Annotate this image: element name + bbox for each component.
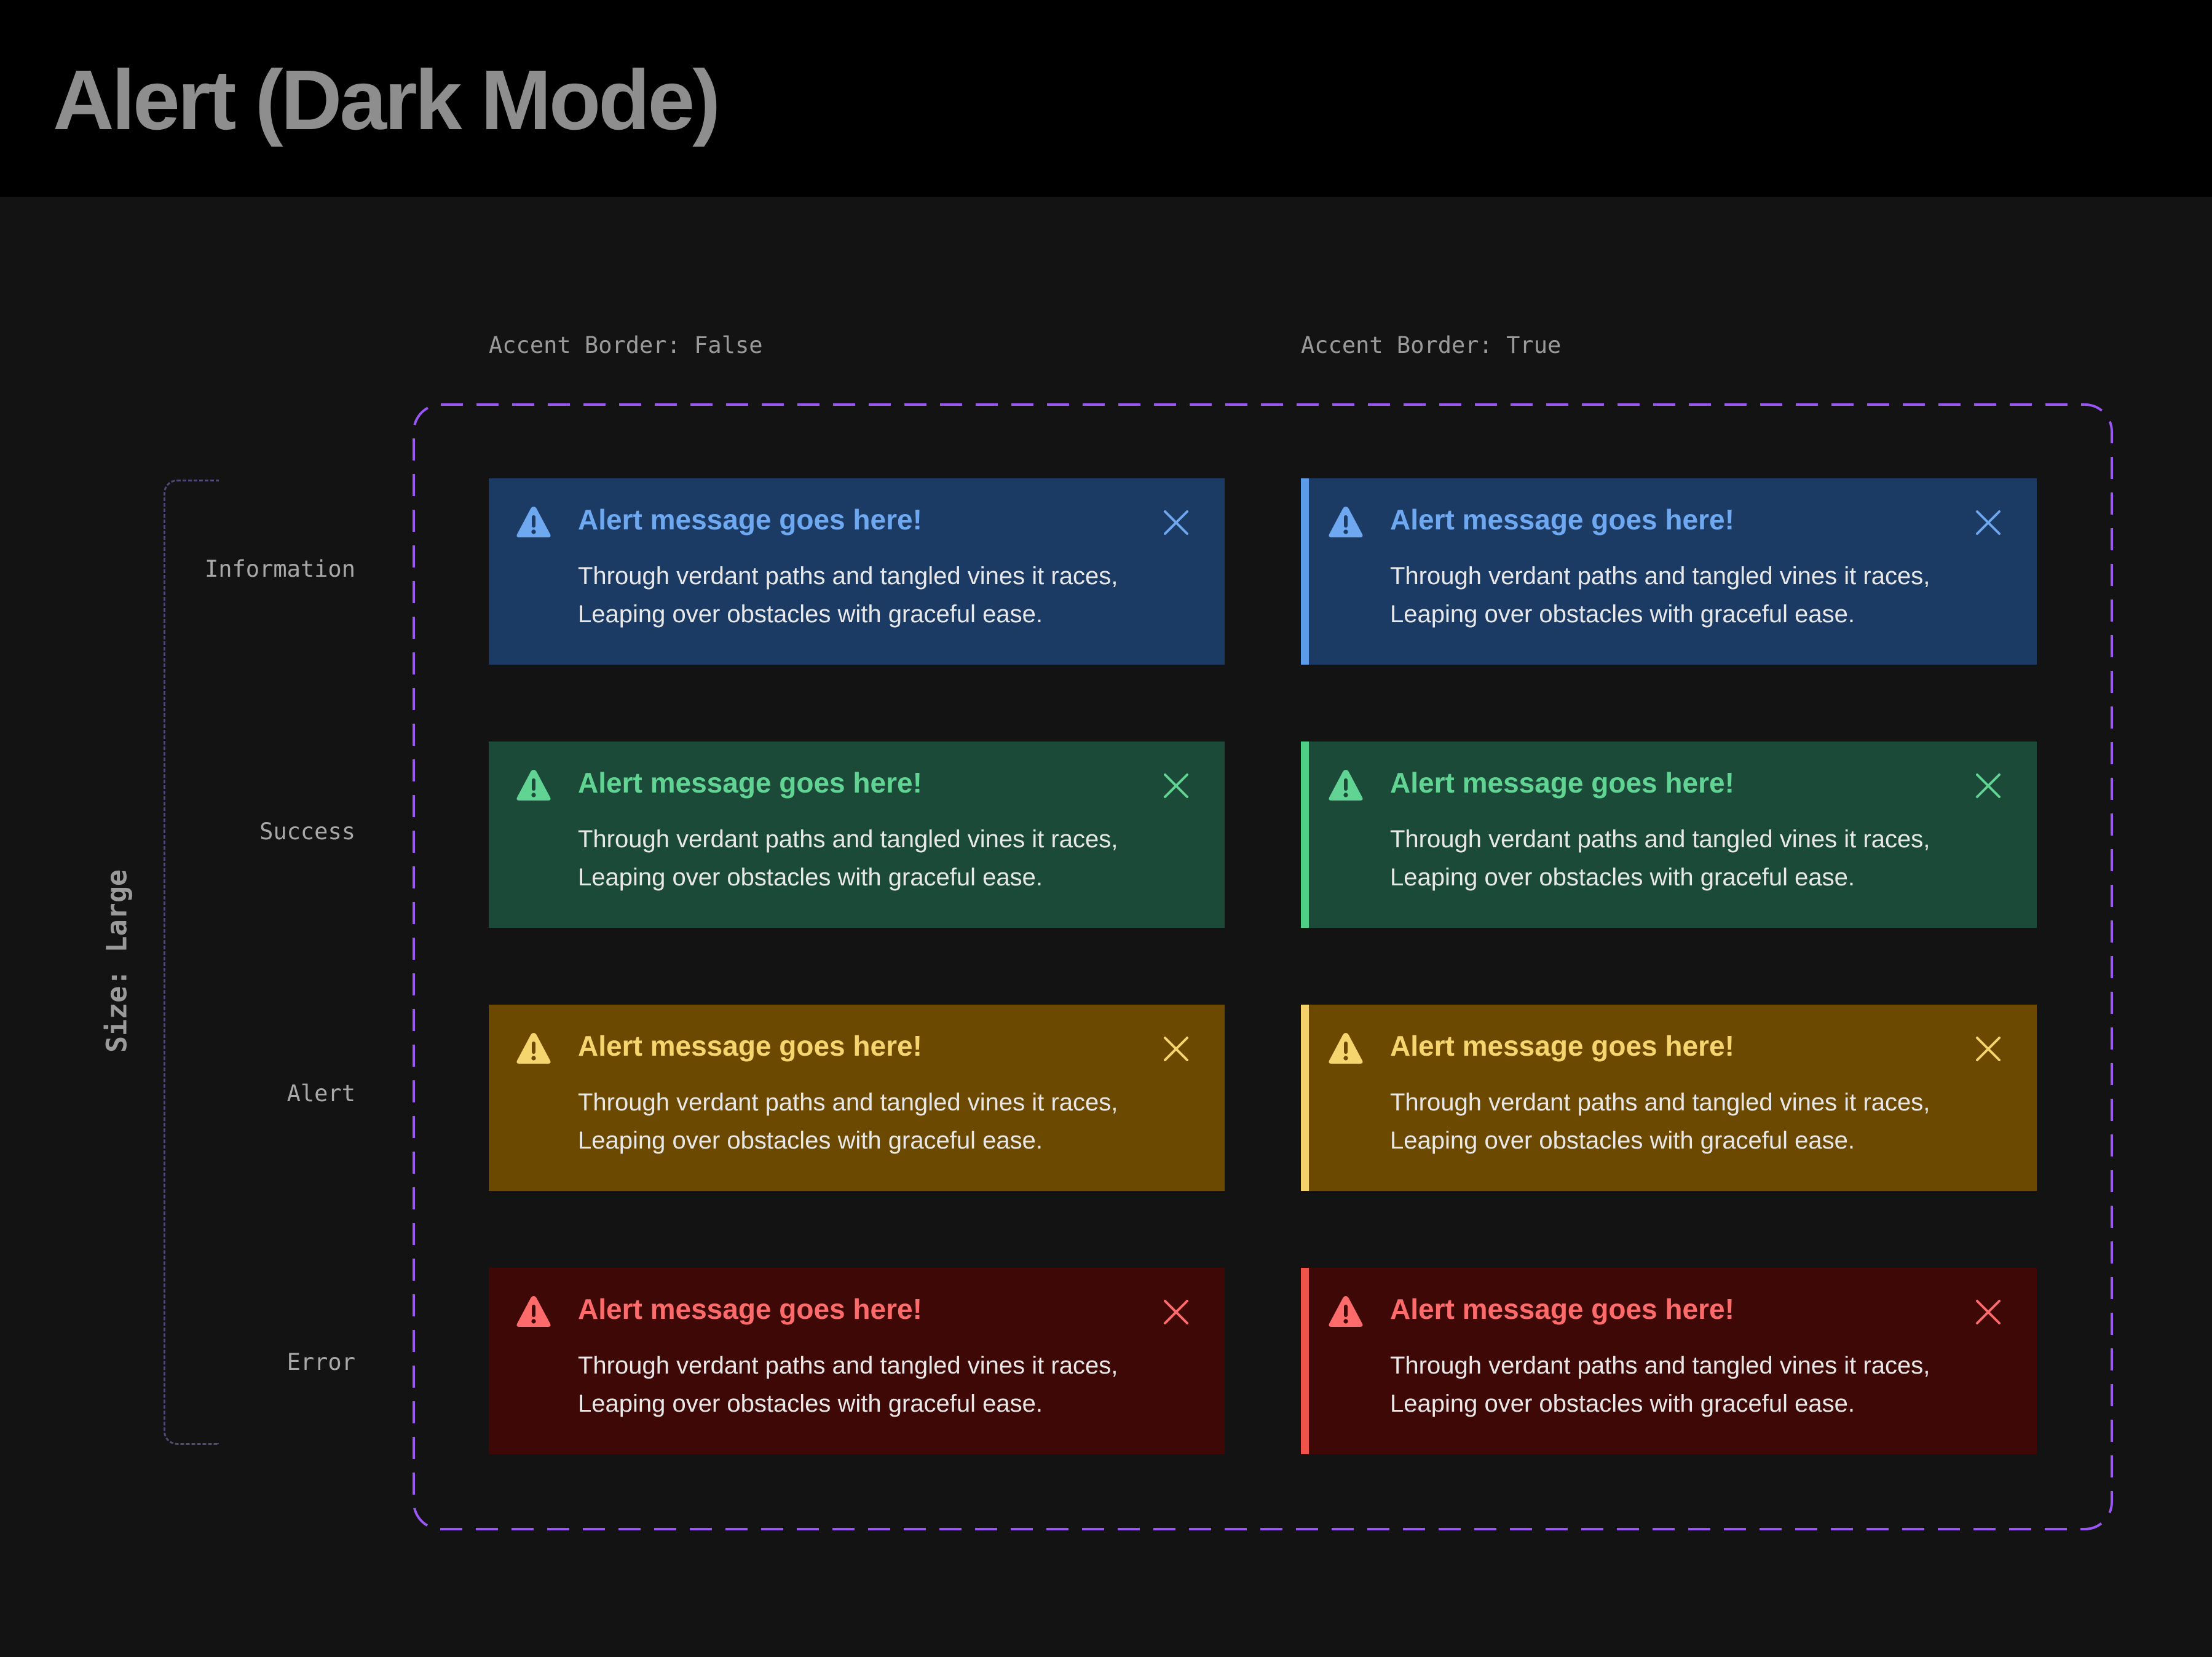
size-bracket	[164, 480, 219, 1445]
alert-alert-accent: Alert message goes here! Through verdant…	[1301, 1005, 2037, 1191]
variants-frame	[413, 403, 2113, 1530]
alert-success-accent: Alert message goes here! Through verdant…	[1301, 741, 2037, 928]
close-icon[interactable]	[1163, 1299, 1190, 1326]
alert-body-line: Leaping over obstacles with graceful eas…	[578, 601, 1043, 628]
alert-body-line: Through verdant paths and tangled vines …	[1390, 826, 1930, 853]
row-label-error: Error	[286, 1349, 355, 1375]
close-icon[interactable]	[1163, 772, 1190, 799]
alert-body-line: Leaping over obstacles with graceful eas…	[1390, 1390, 1855, 1417]
page-header: Alert (Dark Mode)	[0, 0, 2212, 197]
size-label: Size: Large	[100, 869, 133, 1053]
warning-triangle-icon	[1329, 770, 1363, 801]
alert-title: Alert message goes here!	[578, 504, 922, 536]
alert-body: Through verdant paths and tangled vines …	[1390, 557, 1980, 633]
alert-body-line: Through verdant paths and tangled vines …	[578, 1352, 1118, 1379]
warning-triangle-icon	[1329, 1033, 1363, 1064]
alert-title: Alert message goes here!	[578, 1030, 922, 1062]
alert-body: Through verdant paths and tangled vines …	[1390, 1347, 1980, 1423]
alert-body-line: Leaping over obstacles with graceful eas…	[578, 864, 1043, 891]
variants-frame-border	[413, 403, 2113, 1530]
row-label-alert: Alert	[286, 1080, 355, 1107]
warning-triangle-icon	[516, 1296, 551, 1327]
alert-body-line: Through verdant paths and tangled vines …	[1390, 563, 1930, 590]
alert-body-line: Through verdant paths and tangled vines …	[1390, 1089, 1930, 1116]
row-label-information: Information	[204, 556, 355, 582]
alert-body-line: Leaping over obstacles with graceful eas…	[578, 1390, 1043, 1417]
alert-title: Alert message goes here!	[1390, 1293, 1734, 1325]
close-icon[interactable]	[1163, 509, 1190, 536]
alert-error-accent: Alert message goes here! Through verdant…	[1301, 1268, 2037, 1454]
alert-body-line: Through verdant paths and tangled vines …	[578, 563, 1118, 590]
close-icon[interactable]	[1975, 1035, 2002, 1062]
alert-body: Through verdant paths and tangled vines …	[578, 557, 1168, 633]
alert-title: Alert message goes here!	[1390, 504, 1734, 536]
page-title: Alert (Dark Mode)	[53, 53, 721, 148]
row-label-success: Success	[259, 818, 355, 845]
close-icon[interactable]	[1975, 1299, 2002, 1326]
alert-body-line: Through verdant paths and tangled vines …	[578, 826, 1118, 853]
alert-title: Alert message goes here!	[1390, 1030, 1734, 1062]
close-icon[interactable]	[1975, 772, 2002, 799]
column-label-accent-false: Accent Border: False	[489, 332, 763, 358]
alert-title: Alert message goes here!	[1390, 767, 1734, 799]
alert-body-line: Leaping over obstacles with graceful eas…	[1390, 601, 1855, 628]
alert-body: Through verdant paths and tangled vines …	[1390, 820, 1980, 896]
alert-information-accent: Alert message goes here! Through verdant…	[1301, 478, 2037, 665]
alert-information: Alert message goes here! Through verdant…	[489, 478, 1225, 665]
alert-body: Through verdant paths and tangled vines …	[578, 1347, 1168, 1423]
alert-body-line: Leaping over obstacles with graceful eas…	[1390, 1127, 1855, 1154]
close-icon[interactable]	[1163, 1035, 1190, 1062]
alert-alert: Alert message goes here! Through verdant…	[489, 1005, 1225, 1191]
warning-triangle-icon	[516, 770, 551, 801]
alert-body: Through verdant paths and tangled vines …	[578, 820, 1168, 896]
alert-body: Through verdant paths and tangled vines …	[578, 1083, 1168, 1160]
warning-triangle-icon	[1329, 507, 1363, 537]
warning-triangle-icon	[516, 1033, 551, 1064]
alert-body-line: Through verdant paths and tangled vines …	[1390, 1352, 1930, 1379]
warning-triangle-icon	[516, 507, 551, 537]
column-label-accent-true: Accent Border: True	[1301, 332, 1562, 358]
warning-triangle-icon	[1329, 1296, 1363, 1327]
alert-body-line: Through verdant paths and tangled vines …	[578, 1089, 1118, 1116]
alert-body: Through verdant paths and tangled vines …	[1390, 1083, 1980, 1160]
alert-success: Alert message goes here! Through verdant…	[489, 741, 1225, 928]
alert-body-line: Leaping over obstacles with graceful eas…	[578, 1127, 1043, 1154]
alert-title: Alert message goes here!	[578, 1293, 922, 1325]
alert-title: Alert message goes here!	[578, 767, 922, 799]
alert-error: Alert message goes here! Through verdant…	[489, 1268, 1225, 1454]
close-icon[interactable]	[1975, 509, 2002, 536]
alert-body-line: Leaping over obstacles with graceful eas…	[1390, 864, 1855, 891]
